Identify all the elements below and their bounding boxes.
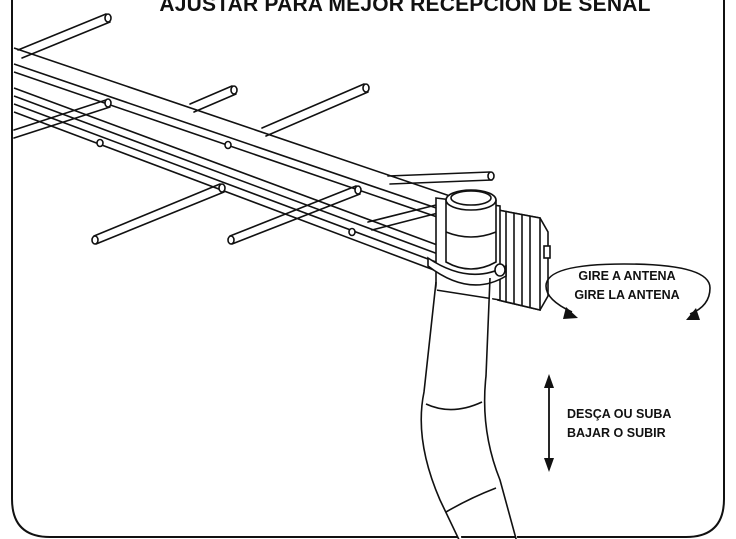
- diagram-title: AJUSTAR PARA MEJOR RECEPCION DE SEÑAL: [159, 0, 650, 16]
- height-label-pt: DESÇA OU SUBA: [567, 407, 671, 421]
- height-label-es: BAJAR O SUBIR: [567, 426, 666, 440]
- antenna-elements-front: [13, 98, 443, 245]
- diagram-frame: [11, 0, 725, 538]
- rotate-indicator: [545, 263, 711, 320]
- rotate-label-pt: GIRE A ANTENA: [578, 269, 675, 283]
- height-arrow: [544, 374, 554, 472]
- antenna-elements-back: [17, 13, 495, 185]
- mast-pipe: [420, 189, 518, 539]
- rotate-label-es: GIRE LA ANTENA: [574, 288, 679, 302]
